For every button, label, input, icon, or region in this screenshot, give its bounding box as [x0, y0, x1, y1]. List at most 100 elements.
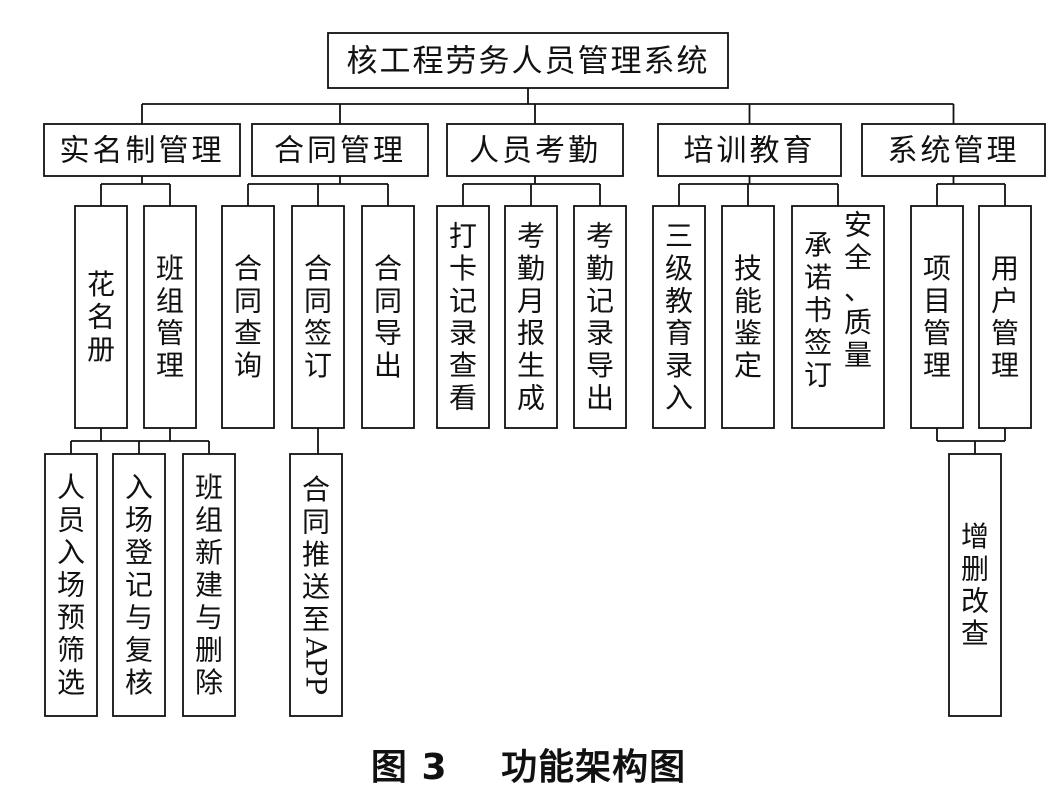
child-0-2-box: [182, 453, 236, 717]
function-label-1-2-glyph: 合: [374, 252, 402, 285]
child-label-0-1-glyph: 登: [125, 536, 153, 569]
module-1-box: [251, 123, 429, 177]
function-3-0-box: [652, 205, 706, 429]
function-0-1-box: [143, 205, 197, 429]
figure-caption: 图 3 功能架构图: [0, 738, 1057, 790]
function-label-2-2-glyph: 出: [586, 382, 614, 415]
function-label-3-0-glyph: 三: [665, 219, 693, 252]
function-label-1-0-glyph: 询: [234, 349, 262, 382]
function-label-1-0-glyph: 查: [234, 317, 262, 350]
connector-lines: [70, 88, 1006, 454]
child-label-0-2-glyph: 新: [195, 536, 223, 569]
function-4-1-box: [978, 205, 1032, 429]
function-label-0-1-glyph: 组: [156, 284, 184, 317]
function-label-2-2-glyph: 记: [586, 284, 614, 317]
function-label-2-1-glyph: 成: [517, 382, 545, 415]
child-label-1-1-0-glyph: 合: [302, 473, 330, 506]
function-label-2-2-glyph: 考: [586, 219, 614, 252]
function-label-2-2-glyph: 导: [586, 349, 614, 382]
function-1-0-box: [221, 205, 275, 429]
child-label-1-1-0-glyph: 送: [302, 570, 330, 603]
function-label-3-0-glyph: 入: [665, 382, 693, 415]
function-label-3-0-glyph: 录: [665, 349, 693, 382]
function-architecture-diagram: 核工程劳务人员管理系统实名制管理花名册班组管理人员入场预筛选入场登记与复核班组新…: [43, 32, 1046, 717]
root-system-label: 核工程劳务人员管理系统: [347, 44, 710, 80]
function-label-1-1-glyph: 同: [304, 284, 332, 317]
function-label-3-1-glyph: 技: [734, 252, 762, 285]
function-label-0-1-glyph: 理: [156, 349, 184, 382]
function-label-3-2-a-glyph: 全: [844, 241, 872, 274]
child-label-0-2-glyph: 除: [195, 666, 223, 699]
child-label-0-0-glyph: 员: [57, 504, 85, 537]
function-label-0-0-glyph: 名: [87, 301, 115, 334]
figure-number: 图 3: [370, 747, 448, 788]
function-1-1-box: [291, 205, 345, 429]
child-label-0-0-glyph: 筛: [57, 633, 85, 666]
child-label-4-1-0-glyph: 改: [961, 585, 989, 618]
child-label-4-1-0-glyph: 删: [961, 552, 989, 585]
function-label-3-2-b-glyph: 订: [804, 358, 832, 391]
function-3-1-box: [721, 205, 775, 429]
function-label-4-1-glyph: 户: [991, 284, 1019, 317]
child-label-4-1-0-glyph: 增: [961, 520, 989, 553]
module-4-box: [861, 123, 1046, 177]
child-4-1-0-box: [948, 453, 1002, 717]
figure-title: 功能架构图: [501, 747, 687, 788]
module-2-box: [446, 123, 624, 177]
function-2-2-box: [573, 205, 627, 429]
function-label-1-0-glyph: 同: [234, 284, 262, 317]
module-label-1: 合同管理: [274, 134, 406, 169]
function-label-3-2-b-glyph: 诺: [804, 261, 832, 294]
function-label-2-0-glyph: 打: [449, 219, 477, 252]
child-label-0-1-glyph: 场: [125, 504, 153, 537]
module-label-0: 实名制管理: [60, 134, 225, 169]
function-label-1-1-glyph: 订: [304, 349, 332, 382]
function-label-3-2-b-glyph: 承: [804, 229, 832, 262]
function-label-0-1-glyph: 管: [156, 317, 184, 350]
child-label-0-0-glyph: 选: [57, 666, 85, 699]
child-label-0-1-glyph: 记: [125, 569, 153, 602]
diagram-boxes: 核工程劳务人员管理系统实名制管理花名册班组管理人员入场预筛选入场登记与复核班组新…: [43, 32, 1046, 717]
module-label-4: 系统管理: [888, 134, 1020, 169]
child-label-0-2-glyph: 与: [195, 601, 223, 634]
function-1-2-box: [361, 205, 415, 429]
function-label-3-2-a-glyph: 、: [844, 274, 872, 307]
function-label-3-2-b-glyph: 签: [804, 326, 832, 359]
child-label-1-1-0-glyph: 同: [302, 505, 330, 538]
function-label-3-2-a-glyph: 质: [844, 306, 872, 339]
function-label-0-1-glyph: 班: [156, 252, 184, 285]
function-label-4-1-glyph: 理: [991, 349, 1019, 382]
function-label-1-2-glyph: 出: [374, 349, 402, 382]
child-0-1-box: [112, 453, 166, 717]
function-label-4-1-glyph: 用: [991, 252, 1019, 285]
child-label-4-1-0-glyph: 查: [961, 617, 989, 650]
child-label-0-0-glyph: 场: [57, 569, 85, 602]
function-2-0-box: [436, 205, 490, 429]
function-0-0-box: [74, 205, 128, 429]
function-label-4-0-glyph: 目: [923, 284, 951, 317]
function-label-4-1-glyph: 管: [991, 317, 1019, 350]
function-label-3-1-glyph: 能: [734, 284, 762, 317]
function-label-3-1-glyph: 定: [734, 349, 762, 382]
function-label-3-0-glyph: 教: [665, 284, 693, 317]
function-label-3-2-a: 安全、质量: [844, 209, 872, 372]
child-label-0-0-glyph: 入: [57, 536, 85, 569]
child-1-1-0-box: [289, 453, 343, 717]
function-label-0-0-glyph: 册: [87, 333, 115, 366]
function-label-3-0-glyph: 级: [665, 252, 693, 285]
function-label-3-2-a-glyph: 安: [844, 209, 872, 242]
child-label-0-2-glyph: 删: [195, 633, 223, 666]
